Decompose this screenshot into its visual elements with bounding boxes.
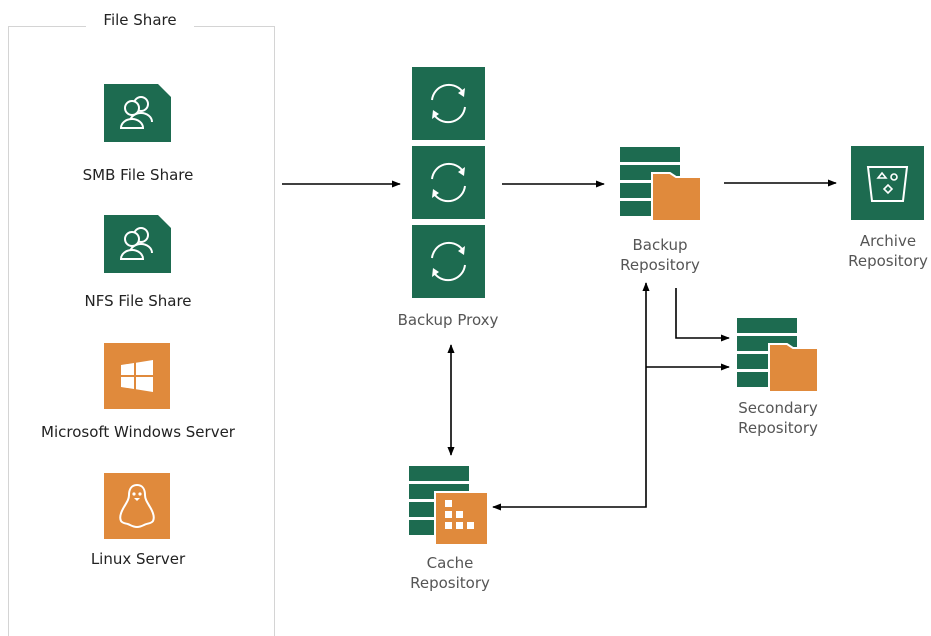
users-icon bbox=[104, 215, 171, 273]
arrow-cache-to-backup-repo bbox=[492, 282, 650, 511]
sync-icon bbox=[412, 146, 485, 219]
backup-repository-label-line1: Backup bbox=[632, 236, 688, 254]
tux-icon bbox=[104, 473, 170, 539]
windows-logo-icon bbox=[104, 343, 170, 409]
cache-grid-icon bbox=[409, 466, 489, 546]
secondary-repository-label-line1: Secondary bbox=[738, 399, 818, 417]
windows-server-label: Microsoft Windows Server bbox=[41, 423, 235, 441]
cache-repository-label-line1: Cache bbox=[426, 554, 474, 572]
backup-proxy-label: Backup Proxy bbox=[397, 311, 499, 329]
file-share-group-title: File Share bbox=[86, 9, 194, 31]
cache-repository-label-line2: Repository bbox=[410, 574, 490, 592]
nfs-file-share-label: NFS File Share bbox=[84, 292, 192, 310]
linux-server-label: Linux Server bbox=[90, 550, 186, 568]
backup-repository-label-line2: Repository bbox=[620, 256, 700, 274]
repository-folder-icon bbox=[620, 147, 702, 221]
archive-bucket-icon bbox=[851, 146, 924, 220]
sync-icon bbox=[412, 225, 485, 298]
repository-folder-icon bbox=[737, 318, 819, 392]
secondary-repository-label-line2: Repository bbox=[738, 419, 818, 437]
archive-repository-label-line2: Repository bbox=[848, 252, 928, 270]
arrow-backup-repo-to-secondary bbox=[675, 288, 730, 342]
archive-repository-label-line1: Archive bbox=[859, 232, 917, 250]
users-icon bbox=[104, 84, 171, 142]
sync-icon bbox=[412, 67, 485, 140]
smb-file-share-label: SMB File Share bbox=[82, 166, 194, 184]
